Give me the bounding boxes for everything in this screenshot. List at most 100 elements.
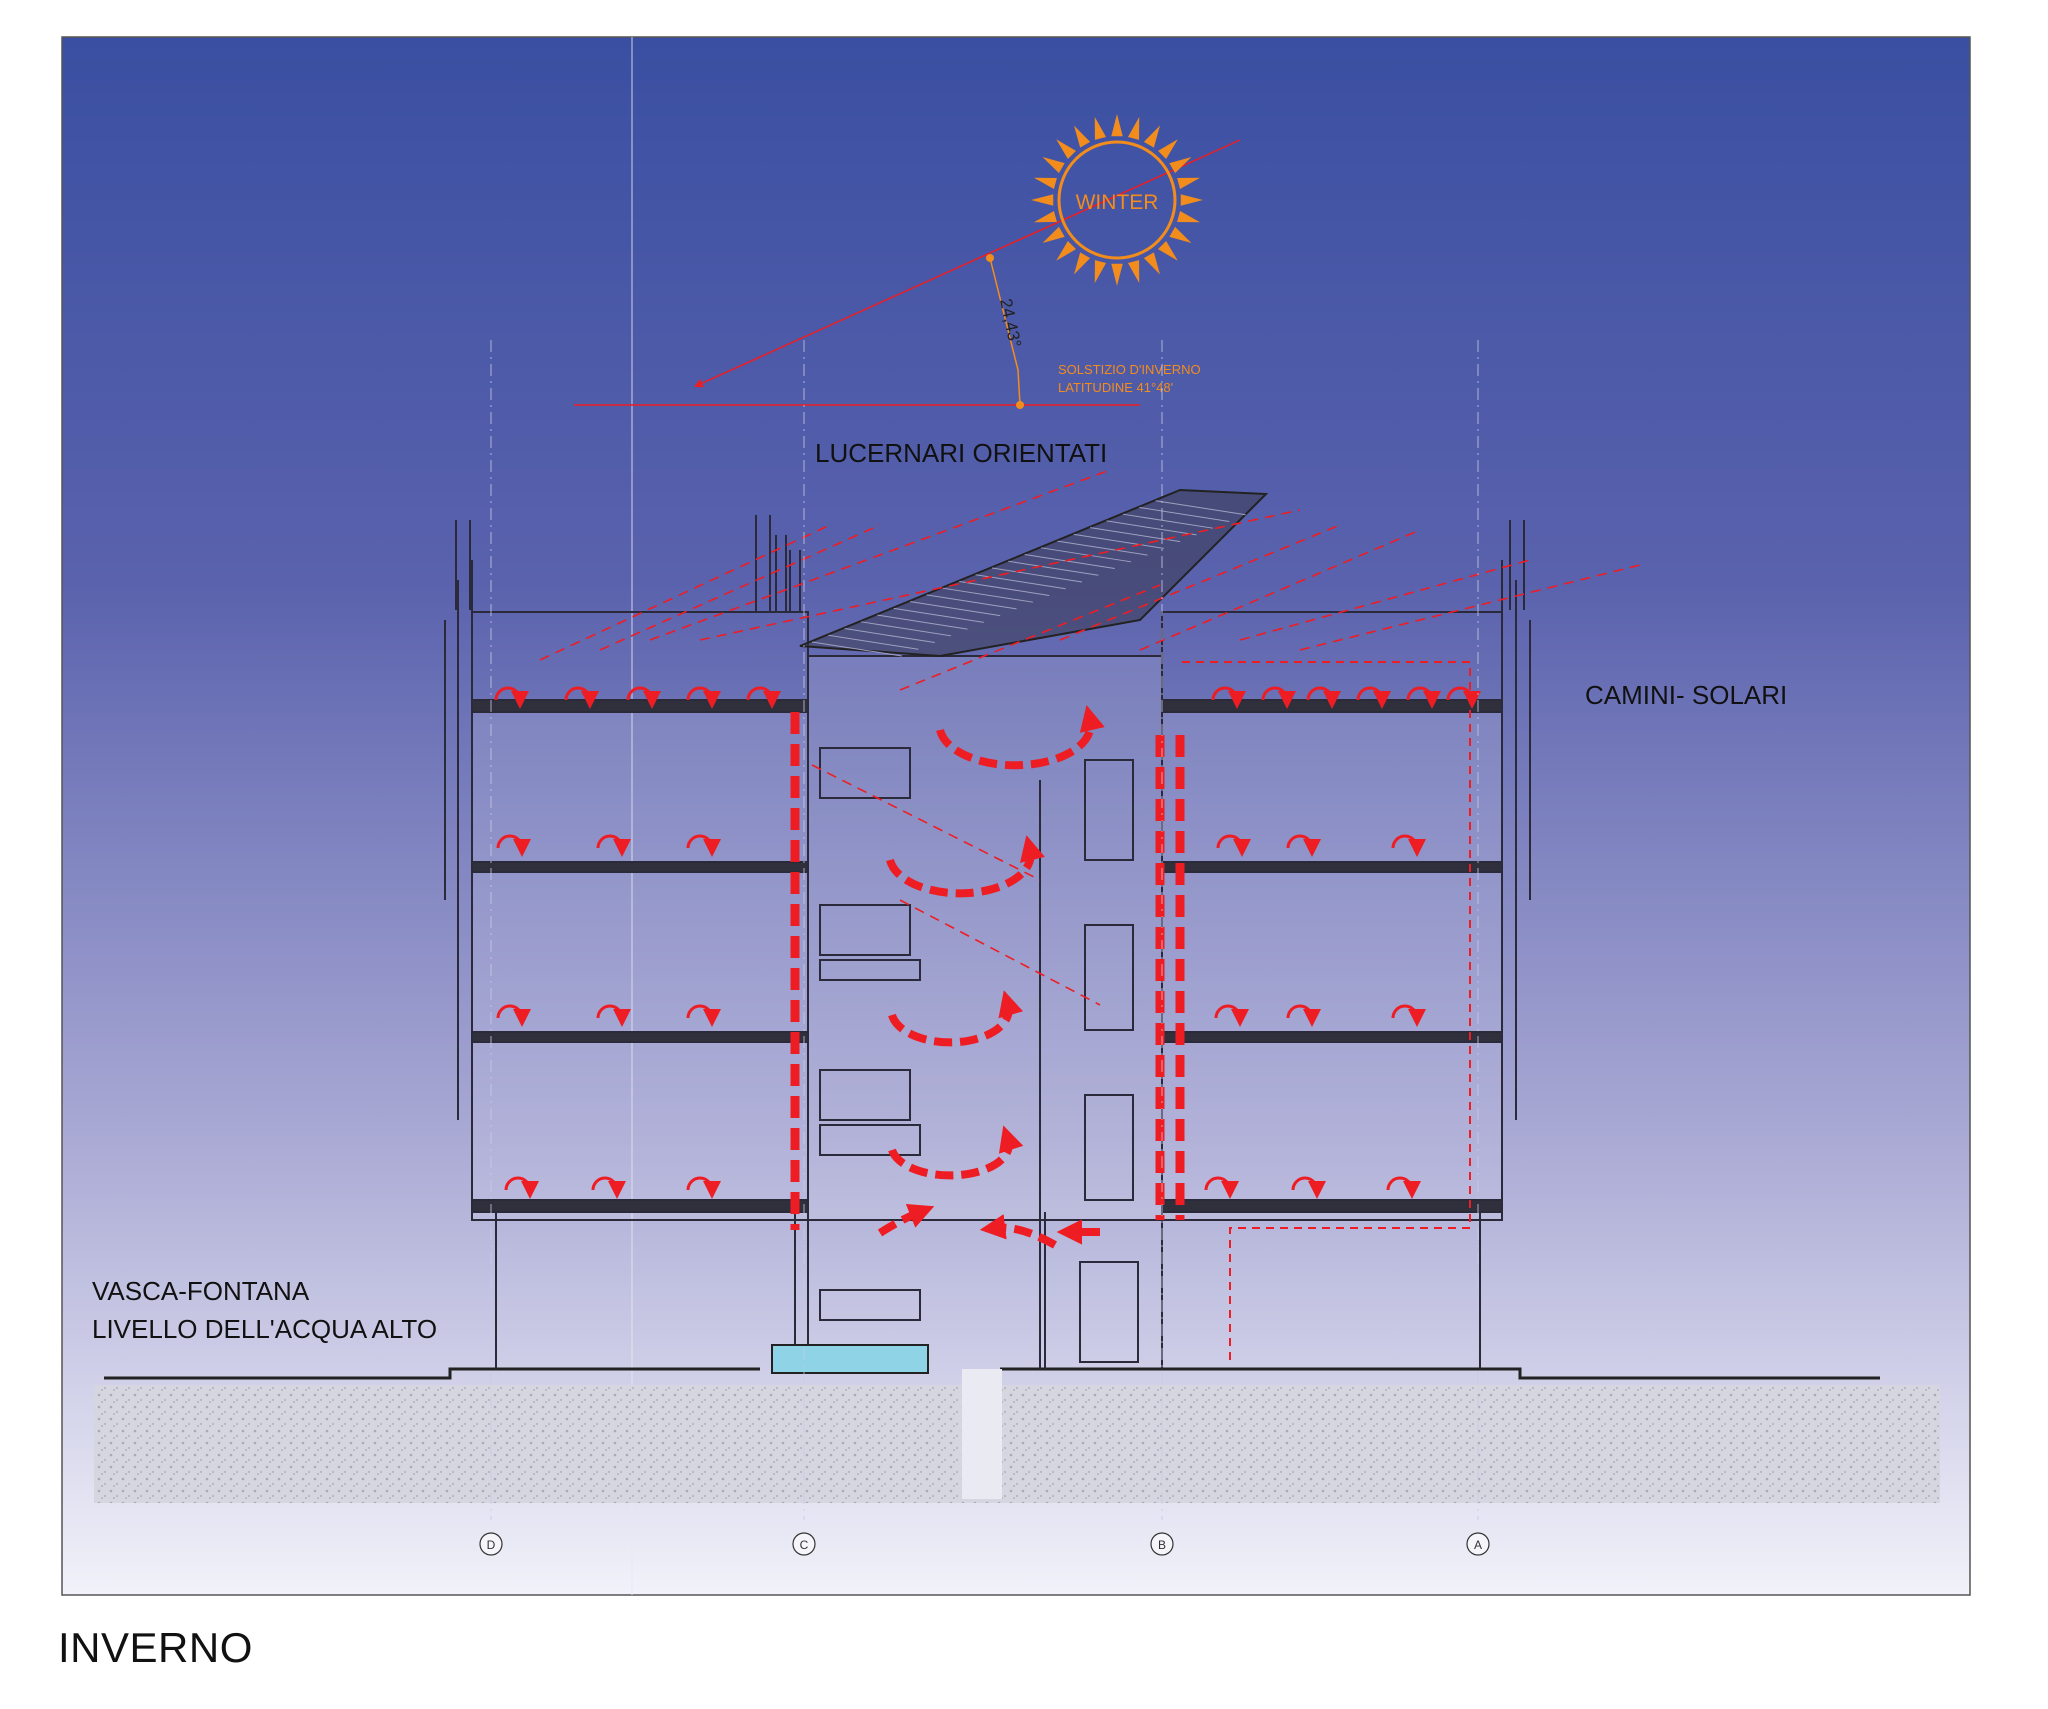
air-curl-arrow — [1286, 834, 1321, 857]
roof-panel-line — [926, 594, 1017, 610]
ground-line — [104, 1367, 1880, 1380]
angle-dot-bottom — [1016, 401, 1024, 409]
roof-panel-line — [910, 601, 1001, 617]
air-curl-arrow — [1386, 1176, 1421, 1199]
sun-icon — [1031, 114, 1203, 286]
sun-ray-spike — [1111, 263, 1123, 286]
air-curl-arrow — [1214, 1004, 1249, 1027]
roof-panel-line — [1106, 520, 1197, 536]
air-curl-arrow — [686, 1004, 721, 1027]
grid-axis-label: C — [800, 1538, 809, 1552]
roof-panel-line — [893, 607, 984, 623]
roof-panel-line — [1122, 513, 1213, 529]
roof-panel-line — [1041, 547, 1132, 563]
angle-dim — [989, 257, 1021, 406]
sun-ray-spike — [1042, 226, 1065, 243]
sun-ray-spike — [1074, 252, 1091, 275]
sun-disc — [1057, 140, 1177, 260]
sun-ray — [693, 139, 1241, 388]
air-curl-arrow — [596, 834, 631, 857]
sky-background — [61, 36, 1971, 1596]
sun-ray-spike — [1094, 260, 1107, 284]
grid-axis-bubble — [792, 1532, 816, 1556]
sun-ray-spike — [1033, 210, 1057, 223]
sun-ray-interior — [811, 764, 1041, 881]
grid-axis-bubble — [1150, 1532, 1174, 1556]
caption: INVERNO — [58, 1624, 253, 1671]
convection-arrow — [979, 1214, 1057, 1249]
roof-panel-line — [1024, 554, 1115, 570]
convection-arrow — [888, 1125, 1024, 1180]
sun-ray-spike — [1094, 116, 1107, 140]
air-curl-arrow — [1446, 686, 1481, 709]
incoming-sun-rays — [539, 469, 1641, 1006]
sun-ray-dashed — [649, 469, 1111, 641]
ground-gravel — [94, 1385, 1940, 1503]
solstice-note-2: LATITUDINE 41°48' — [1058, 380, 1173, 395]
roof-panel-line — [959, 580, 1050, 596]
convection-arrow — [888, 990, 1024, 1047]
sun-ray-dashed — [699, 509, 1301, 641]
air-curl-arrow — [564, 686, 599, 709]
sun-ray-spike — [1177, 210, 1201, 223]
convection-arrow — [877, 1203, 935, 1237]
drain-pit — [962, 1369, 1002, 1499]
roof-panel-line — [1155, 500, 1246, 516]
sun-ray-spike — [1143, 125, 1160, 148]
air-curl-arrow — [1204, 1176, 1239, 1199]
building-structure — [444, 515, 1531, 1369]
grid-axis-label: B — [1158, 1538, 1166, 1552]
air-curl-arrow — [591, 1176, 626, 1199]
air-curl-arrow — [496, 834, 531, 857]
sun-ray-spike — [1169, 226, 1192, 243]
sun-ray-spike — [1158, 241, 1178, 261]
sun-ray-interior — [899, 899, 1101, 1006]
sun-ray-spike — [1180, 194, 1203, 206]
pool-label-2: LIVELLO DELL'ACQUA ALTO — [92, 1314, 437, 1344]
skylight-roof-hatch — [811, 500, 1246, 657]
roof-panel-line — [1073, 533, 1164, 549]
grid-axis-label: D — [487, 1538, 496, 1552]
fountain-pool — [771, 1344, 929, 1374]
air-curl-arrow — [1261, 686, 1296, 709]
air-curl-arrow — [1356, 686, 1391, 709]
sun-ray-spike — [1033, 177, 1057, 190]
air-curl-arrow — [1306, 686, 1341, 709]
air-curl-arrow — [686, 834, 721, 857]
roof-panel-line — [877, 614, 968, 630]
sun-ray-spike — [1042, 157, 1065, 174]
sun-ray-spike — [1074, 125, 1091, 148]
sun-ray-dashed — [539, 524, 831, 661]
air-curl-arrow — [1286, 1004, 1321, 1027]
sun-ray-spike — [1177, 177, 1201, 190]
sun-ray-spike — [1169, 157, 1192, 174]
air-curl-arrow — [1211, 686, 1246, 709]
air-curl-arrow — [1391, 834, 1426, 857]
air-curl-arrow — [746, 686, 781, 709]
roof-panel-line — [811, 641, 903, 657]
air-curl-arrow — [1406, 686, 1441, 709]
air-curl-arrow — [494, 686, 529, 709]
roof-panel-line — [844, 628, 935, 644]
roof-panel-line — [1139, 506, 1230, 522]
grid-axis-bubble — [479, 1532, 503, 1556]
sun-ray-spike — [1127, 116, 1140, 140]
roof-panel-line — [828, 634, 919, 650]
convection-arrow — [936, 705, 1105, 770]
solstice-note-1: SOLSTIZIO D'INVERNO — [1058, 362, 1201, 377]
roof-panel-line — [861, 621, 952, 637]
air-curl-arrow — [596, 1004, 631, 1027]
sun-label: WINTER — [1076, 191, 1159, 214]
sun-ray-dashed — [1299, 564, 1641, 651]
roof-panel-line — [1057, 540, 1148, 556]
sun-ray-spike — [1031, 194, 1054, 206]
air-curl-arrow — [1291, 1176, 1326, 1199]
sun-ray-dashed — [599, 524, 881, 651]
air-curl-arrow — [504, 1176, 539, 1199]
floor-air-arrows — [494, 686, 1481, 1199]
sun-ray-spike — [1127, 260, 1140, 284]
sun-ray-spike — [1158, 139, 1178, 159]
skylights-label: LUCERNARI ORIENTATI — [815, 438, 1107, 468]
roof-panel-line — [1090, 527, 1181, 543]
